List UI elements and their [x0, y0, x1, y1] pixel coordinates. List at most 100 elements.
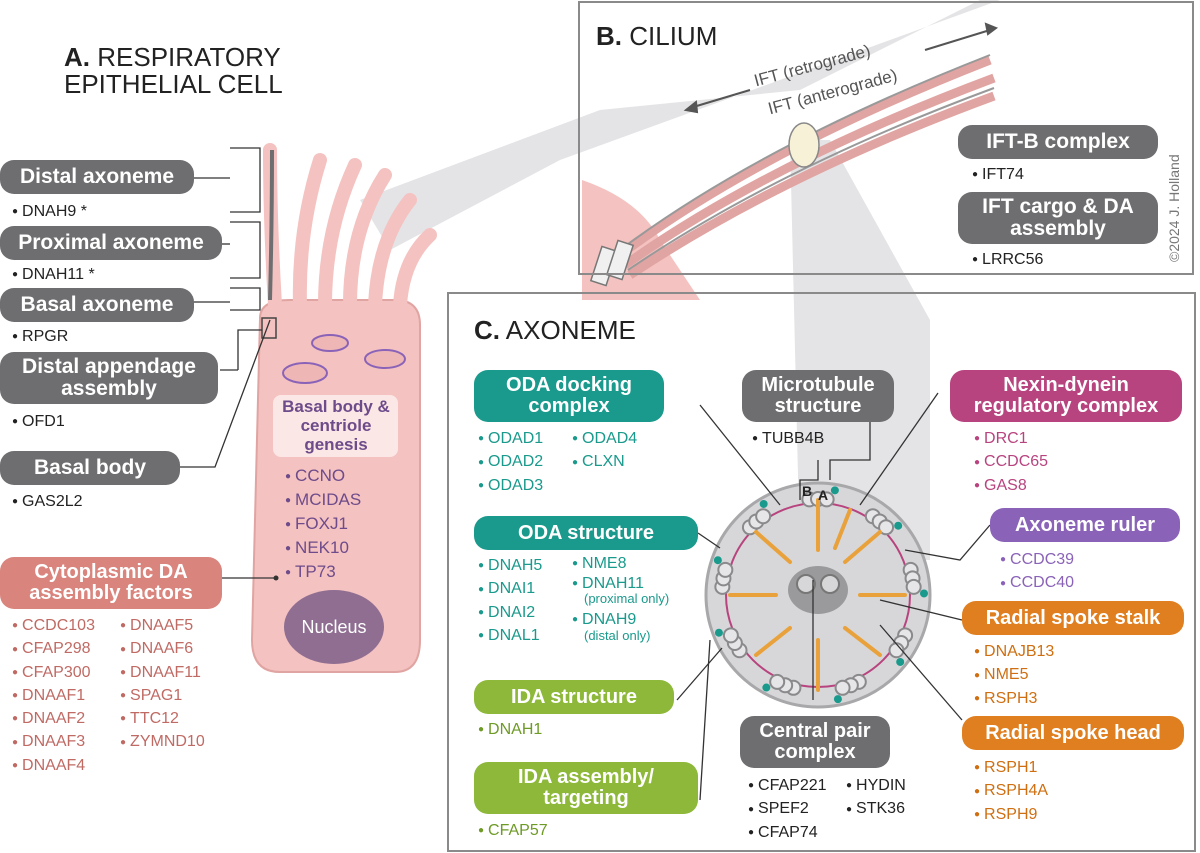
gene: ●DNAAF2: [12, 710, 86, 728]
axoneme-ruler-label: Axoneme ruler: [990, 508, 1180, 542]
outer-dynein-arm: [762, 683, 771, 692]
distal-appendage-assembly-label: Distal appendage assembly: [0, 352, 218, 404]
gene: ●RSPH4A: [974, 782, 1049, 800]
ift-cargo-label: IFT cargo & DA assembly: [958, 192, 1158, 244]
gene: ●SPEF2: [748, 800, 809, 818]
gene: ●DNAL1: [478, 626, 540, 644]
radial-spoke-stalk-label: Radial spoke stalk: [962, 601, 1184, 635]
ida-assembly-genes: ●CFAP57: [478, 822, 548, 839]
ndrc-label: Nexin-dynein regulatory complex: [950, 370, 1182, 422]
microtubule-structure-label: Microtubule structure: [742, 370, 894, 422]
outer-dynein-arm: [919, 589, 928, 598]
gene: DNAH11 *: [22, 266, 95, 283]
axoneme-ruler-genes: ●CCDC39 ●CCDC40: [1000, 548, 1074, 595]
axoneme-cross-section: [704, 481, 932, 709]
gene: ●MCIDAS: [285, 490, 362, 510]
radial-spoke-head-label: Radial spoke head: [962, 716, 1184, 750]
zoom-cone-a-to-b: [360, 0, 1000, 250]
axoneme-panel: [447, 292, 1196, 852]
outer-dynein-arm: [713, 556, 722, 565]
gene: ●CLXN: [572, 453, 625, 471]
proximal-axoneme-label: Proximal axoneme: [0, 226, 222, 260]
gene: ●DRC1: [974, 430, 1028, 447]
distal-appendage-genes: ●OFD1: [12, 413, 65, 430]
oda-docking-col1: ●ODAD1 ●ODAD2 ●ODAD3: [478, 427, 543, 497]
cytoplasmic-da-label: Cytoplasmic DA assembly factors: [0, 557, 222, 609]
section-b-title-text: CILIUM: [629, 21, 718, 51]
ift-cargo-genes: ●LRRC56: [972, 251, 1044, 268]
ift-b-genes: ●IFT74: [972, 166, 1024, 183]
cytoplasmic-genes-col1: ●CCDC103 ●CFAP298 ●CFAP300 ●DNAAF1 ●DNAA…: [12, 614, 95, 777]
basal-body-genes: ●GAS2L2: [12, 493, 83, 510]
gene: ●STK36: [846, 800, 905, 818]
microtubule-doublet: [755, 508, 772, 525]
gene: ●DNAAF4: [12, 756, 86, 774]
gene: ●DNAI1: [478, 580, 536, 598]
section-b-title: B. CILIUM: [596, 21, 718, 51]
oda-docking-col2: ●ODAD4 ●CLXN: [572, 427, 637, 474]
ida-structure-genes: ●DNAH1: [478, 721, 543, 738]
gene: ●RSPH1: [974, 759, 1038, 776]
gene: LRRC56: [982, 251, 1044, 268]
gene: ●ODAD4: [572, 430, 638, 447]
section-a-title-line1: RESPIRATORY: [97, 42, 281, 72]
radial-spoke-head-genes: ●RSPH1 ●RSPH4A ●RSPH9: [974, 756, 1048, 826]
doublet-b-label: B: [802, 483, 813, 499]
section-c-title: C. AXONEME: [474, 315, 636, 345]
oda-docking-label: ODA docking complex: [474, 370, 664, 422]
basal-body-label: Basal body: [0, 451, 180, 485]
gene: ●CFAP298: [12, 640, 91, 658]
microtubule-doublet: [878, 519, 895, 536]
gene: ●TP73: [285, 562, 336, 582]
gene: ●ODAD2: [478, 453, 544, 471]
gene: ●NEK10: [285, 538, 349, 558]
microtubule-doublet: [717, 561, 734, 578]
gene: ●DNAH5: [478, 557, 543, 574]
outer-dynein-arm: [833, 695, 842, 704]
gene: ●NME5: [974, 666, 1029, 684]
distal-axoneme-genes: ●DNAH9 *: [12, 203, 87, 220]
gene: ●HYDIN: [846, 777, 906, 794]
gene: ●CCNO: [285, 466, 346, 485]
proximal-axoneme-genes: ●DNAH11 *: [12, 266, 95, 283]
basal-body-genesis-genes: ●CCNO ●MCIDAS ●FOXJ1 ●NEK10 ●TP73: [285, 464, 361, 584]
gene: ●TTC12: [120, 710, 179, 728]
ndrc-genes: ●DRC1 ●CCDC65 ●GAS8: [974, 427, 1048, 497]
outer-dynein-arm: [896, 657, 905, 666]
microtubule-doublet: [834, 679, 851, 696]
gene: ●CCDC65: [974, 453, 1049, 471]
copyright-text: ©2024 J. Holland: [1166, 154, 1182, 262]
basal-axoneme-label: Basal axoneme: [0, 288, 194, 322]
gene: ●CCDC103: [12, 617, 95, 634]
section-c-connectors: [676, 392, 991, 801]
gene: ●RSPH9: [974, 805, 1038, 823]
section-a-letter: A.: [64, 42, 90, 72]
microtubule-doublet: [905, 578, 922, 595]
gene: ●CFAP300: [12, 663, 91, 681]
oda-structure-label: ODA structure: [474, 516, 698, 550]
section-c-title-text: AXONEME: [505, 315, 636, 345]
gene: ●SPAG1: [120, 686, 183, 704]
gene: ●ODAD1: [478, 430, 544, 447]
section-a-title: A. RESPIRATORY EPITHELIAL CELL: [64, 42, 283, 100]
section-a-title-line2: EPITHELIAL CELL: [64, 69, 283, 100]
basal-body-genesis-label: Basal body & centriole genesis: [282, 397, 390, 454]
central-pair-col1: ●CFAP221 ●SPEF2 ●CFAP74: [748, 774, 827, 844]
cilium-panel: [578, 1, 1194, 275]
gene: ●FOXJ1: [285, 514, 348, 534]
microtubule-doublet: [769, 673, 786, 690]
outer-dynein-arm: [714, 628, 723, 637]
oda-structure-col2: ●NME8 ●DNAH11(proximal only) ●DNAH9(dist…: [572, 554, 669, 647]
gene: ●GAS8: [974, 476, 1027, 494]
central-pair-label: Central pair complex: [740, 716, 890, 768]
gene: ●DNAH9(distal only): [572, 611, 651, 643]
gene: GAS2L2: [22, 493, 83, 510]
ida-structure-label: IDA structure: [474, 680, 674, 714]
gene: ●DNAAF1: [12, 686, 86, 704]
gene: ●CCDC39: [1000, 551, 1075, 568]
doublet-a-label: A: [818, 487, 829, 503]
gene: TUBB4B: [762, 430, 825, 447]
distal-axoneme-label: Distal axoneme: [0, 160, 194, 194]
microtubule-doublet: [722, 627, 739, 644]
